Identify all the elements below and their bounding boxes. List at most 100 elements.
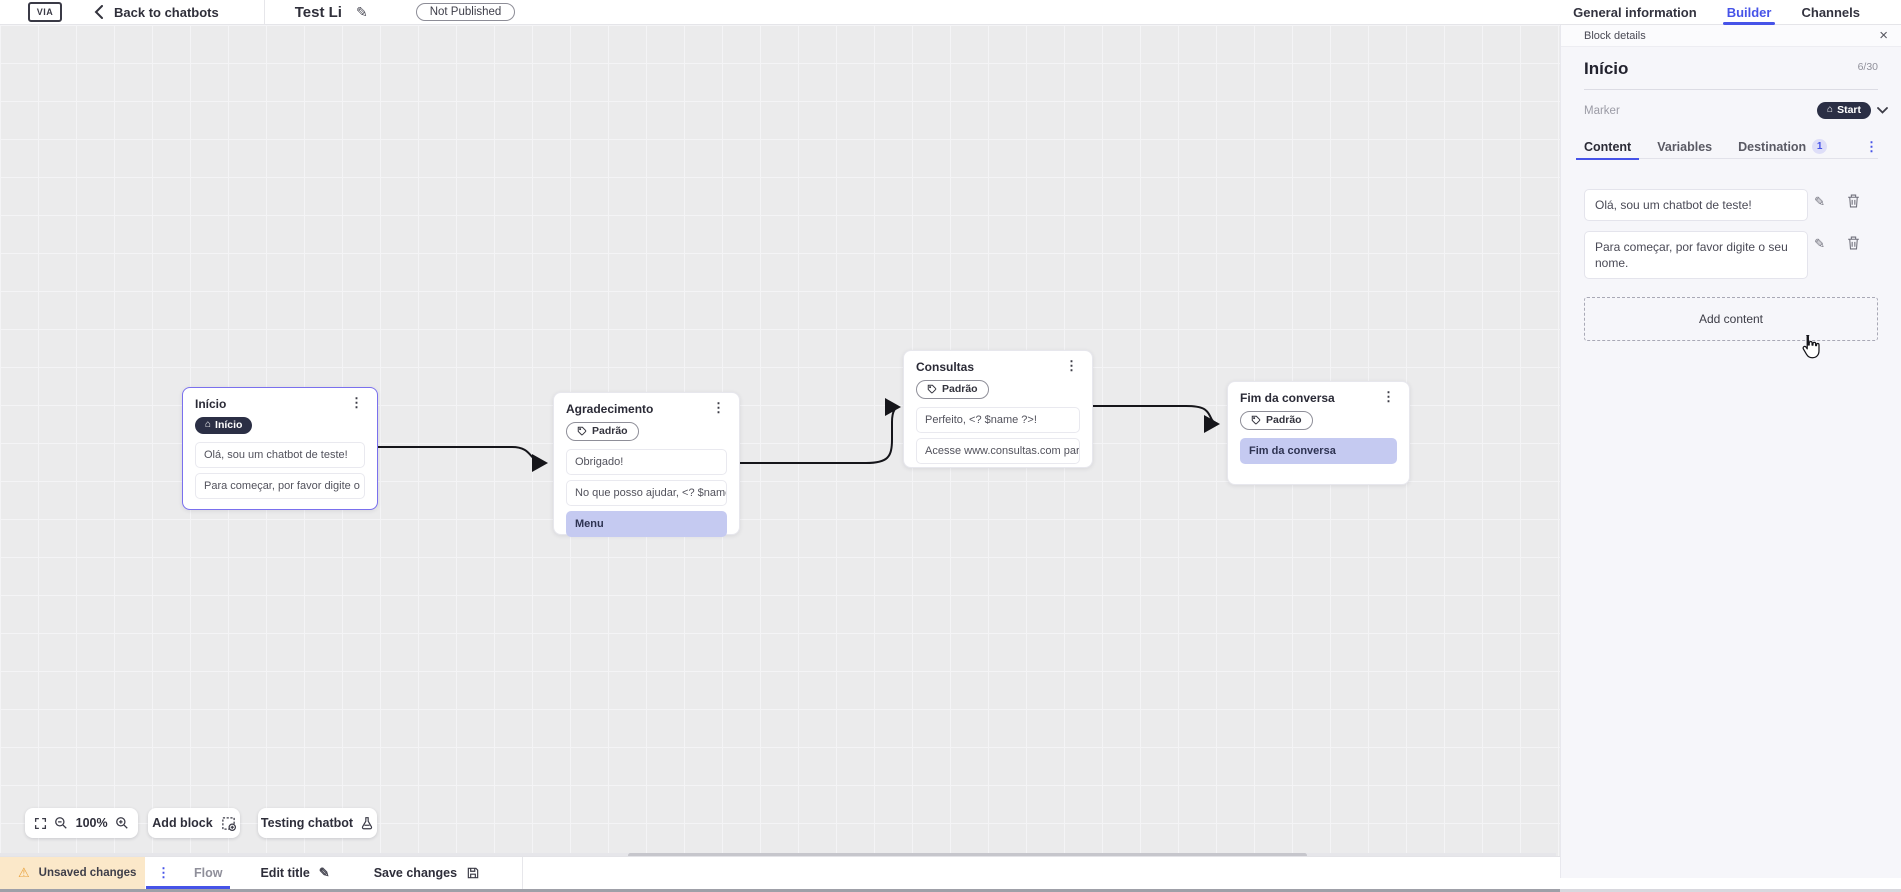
tag-icon [577, 426, 587, 436]
save-changes-button[interactable]: Save changes [374, 866, 480, 880]
edit-content-icon[interactable]: ✎ [1814, 194, 1825, 209]
home-icon: ⌂ [1827, 104, 1834, 115]
node-message-item[interactable]: Para começar, por favor digite o ... [195, 473, 365, 499]
badge-label: Padrão [592, 425, 628, 437]
node-message-item[interactable]: No que posso ajudar, <? $name ... [566, 480, 727, 506]
tab-flow[interactable]: Flow [194, 866, 222, 880]
marker-dropdown[interactable]: ⌂Start [1817, 102, 1888, 119]
edit-title-label: Edit title [260, 866, 310, 880]
edit-title-pencil-icon[interactable]: ✎ [355, 3, 368, 20]
marker-value: Start [1837, 104, 1861, 116]
zoom-in-icon[interactable] [115, 816, 129, 830]
top-bar: VIA Back to chatbots Test Li ✎ Not Publi… [0, 0, 1901, 25]
tab-channels[interactable]: Channels [1801, 4, 1860, 20]
builder-nav-tabs: General information Builder Channels [1573, 0, 1860, 25]
node-end-item[interactable]: Fim da conversa [1240, 438, 1397, 464]
flow-menu-icon[interactable]: ⋮ [157, 865, 170, 880]
badge-label: Padrão [942, 383, 978, 395]
edit-title-button[interactable]: Edit title ✎ [260, 865, 329, 881]
wire-agradecimento-consultas [740, 398, 901, 464]
content-item-card[interactable]: Olá, sou um chatbot de teste! [1584, 189, 1808, 221]
node-title: Fim da conversa [1240, 391, 1335, 405]
chatbot-title: Test Li [294, 3, 342, 21]
chevron-down-icon [1877, 107, 1888, 114]
add-content-button[interactable]: Add content [1584, 297, 1878, 341]
home-icon: ⌂ [205, 419, 212, 430]
tag-icon [1251, 415, 1261, 425]
node-title: Início [195, 397, 227, 411]
char-counter: 6/30 [1857, 61, 1878, 73]
node-message-item[interactable]: Acesse www.consultas.com par... [916, 438, 1080, 464]
delete-content-icon[interactable] [1847, 236, 1860, 250]
flask-icon [361, 816, 373, 829]
node-menu-icon[interactable]: ⋮ [1382, 389, 1395, 404]
add-block-button[interactable]: Add block [148, 808, 240, 838]
topbar-divider [263, 0, 265, 25]
start-marker-badge: ⌂Início [195, 417, 253, 434]
fit-screen-icon[interactable] [34, 817, 47, 830]
block-name-underline [1584, 89, 1878, 90]
bottombar-divider [522, 857, 524, 889]
add-content-label: Add content [1698, 312, 1764, 326]
tab-destination-label: Destination [1738, 139, 1807, 154]
zoom-out-icon[interactable] [54, 816, 68, 830]
node-title: Agradecimento [566, 402, 654, 416]
flow-canvas[interactable]: Início ⋮ ⌂Início Olá, sou um chatbot de … [0, 25, 1560, 856]
panel-bottom-spacer [1560, 878, 1901, 889]
unsaved-changes-label: Unsaved changes [38, 867, 137, 879]
panel-tabs: Content Variables Destination 1 ⋮ [1575, 135, 1878, 160]
testing-chatbot-label: Testing chatbot [260, 816, 354, 830]
block-details-panel: Block details × Início 6/30 Marker ⌂Star… [1560, 25, 1901, 878]
warning-icon: ⚠ [18, 865, 30, 880]
zoom-level: 100% [75, 816, 108, 830]
node-menu-item[interactable]: Menu [566, 511, 727, 537]
node-inicio[interactable]: Início ⋮ ⌂Início Olá, sou um chatbot de … [182, 387, 378, 510]
tab-variables[interactable]: Variables [1657, 135, 1712, 159]
testing-chatbot-button[interactable]: Testing chatbot [258, 808, 377, 838]
add-block-label: Add block [152, 816, 213, 830]
save-changes-label: Save changes [373, 866, 458, 880]
back-label: Back to chatbots [114, 4, 219, 20]
node-message-item[interactable]: Obrigado! [566, 449, 727, 475]
bottom-edge-strip [0, 889, 1560, 892]
panel-title: Block details [1584, 29, 1646, 42]
tab-builder[interactable]: Builder [1722, 0, 1776, 25]
destination-count-badge: 1 [1812, 139, 1828, 154]
node-consultas[interactable]: Consultas ⋮ Padrão Perfeito, <? $name ?>… [903, 350, 1093, 468]
publish-status-badge: Not Published [415, 3, 516, 21]
bottom-edge-strip [1560, 889, 1901, 892]
app-logo[interactable]: VIA [28, 2, 62, 22]
tab-variables-label: Variables [1657, 139, 1713, 154]
node-fim-da-conversa[interactable]: Fim da conversa ⋮ Padrão Fim da conversa [1227, 381, 1410, 485]
marker-label: Marker [1584, 104, 1620, 117]
app-logo-text: VIA [36, 7, 54, 17]
pencil-icon: ✎ [318, 865, 330, 880]
unsaved-changes-badge: ⚠ Unsaved changes [0, 857, 145, 889]
tab-general-information[interactable]: General information [1573, 4, 1697, 20]
edit-content-icon[interactable]: ✎ [1814, 236, 1825, 251]
zoom-controls: 100% [25, 808, 138, 838]
node-agradecimento[interactable]: Agradecimento ⋮ Padrão Obrigado! No que … [553, 392, 740, 537]
flow-tab-label: Flow [194, 866, 223, 880]
canvas-hscrollbar-thumb[interactable] [628, 853, 1307, 858]
back-to-chatbots-button[interactable]: Back to chatbots [94, 5, 219, 20]
padrao-badge: Padrão [916, 380, 989, 399]
badge-label: Início [215, 419, 243, 431]
node-message-item[interactable]: Perfeito, <? $name ?>! [916, 407, 1080, 433]
tab-content[interactable]: Content [1575, 135, 1640, 160]
tab-destination[interactable]: Destination 1 [1738, 135, 1828, 159]
close-icon[interactable]: × [1879, 26, 1888, 44]
wire-inicio-agradecimento [378, 446, 548, 472]
node-menu-icon[interactable]: ⋮ [1065, 358, 1078, 373]
start-marker-pill: ⌂Start [1817, 102, 1871, 119]
panel-menu-icon[interactable]: ⋮ [1865, 138, 1878, 154]
node-menu-icon[interactable]: ⋮ [350, 395, 363, 410]
delete-content-icon[interactable] [1847, 194, 1860, 208]
node-message-item[interactable]: Olá, sou um chatbot de teste! [195, 442, 365, 468]
node-menu-icon[interactable]: ⋮ [712, 400, 725, 415]
content-item-card[interactable]: Para começar, por favor digite o seu nom… [1584, 231, 1808, 279]
padrao-badge: Padrão [566, 422, 639, 441]
back-chevron-icon [94, 5, 103, 19]
save-icon [467, 867, 479, 879]
block-name-input[interactable]: Início [1584, 59, 1629, 78]
